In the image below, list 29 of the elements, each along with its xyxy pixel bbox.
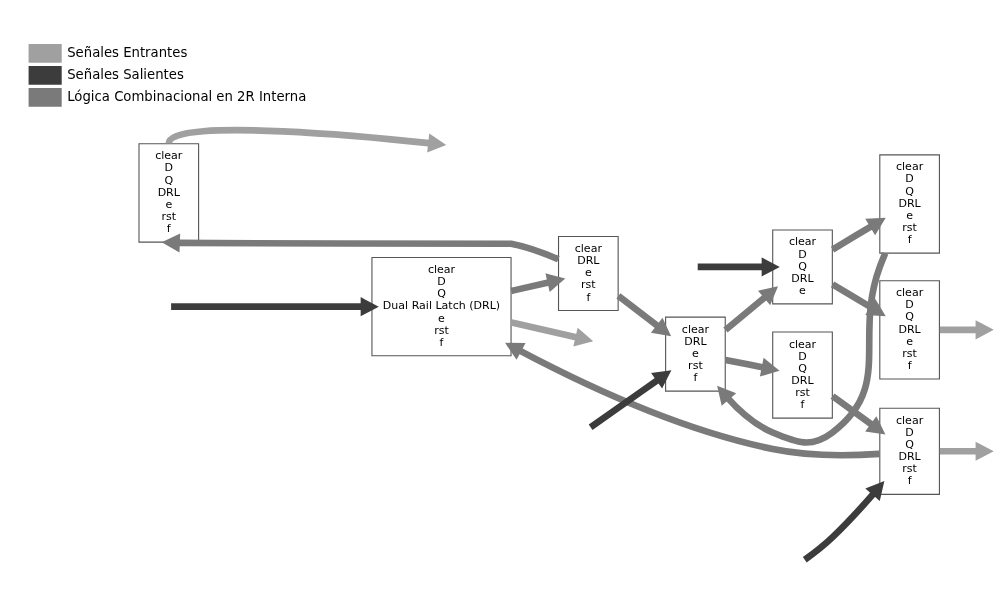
arrow [802,481,885,563]
legend-label: Lógica Combinacional en 2R Interna [67,88,307,104]
legend-label: Señales Entrantes [67,44,188,60]
node-box: clear D Q DRL rst f [879,407,940,495]
node-box: clear DRL e rst f [665,316,726,392]
node-box: clear D Q Dual Rail Latch (DRL) e rst f [371,257,512,357]
arrow [830,393,886,435]
node-box: clear D Q DRL e [772,229,833,305]
arrow [939,441,994,461]
arrow [724,356,780,377]
arrow [939,320,994,340]
arrow [588,370,672,430]
node-box: clear DRL e rst f [558,236,619,312]
arrow [166,126,447,153]
arrow [717,251,889,446]
arrow [616,293,672,337]
arrow [510,319,594,347]
arrow [830,281,886,317]
arrow [161,233,560,263]
arrow [505,342,880,459]
node-box: clear D Q DRL e rst f [138,143,200,243]
arrow [723,286,779,333]
arrow [830,217,886,253]
arrow [697,257,780,277]
legend-label: Señales Salientes [67,66,184,82]
node-box: clear D Q DRL rst f [772,331,833,419]
arrow [510,273,566,295]
node-box: clear D Q DRL e rst f [879,154,940,254]
node-box: clear D Q DRL e rst f [879,280,940,380]
